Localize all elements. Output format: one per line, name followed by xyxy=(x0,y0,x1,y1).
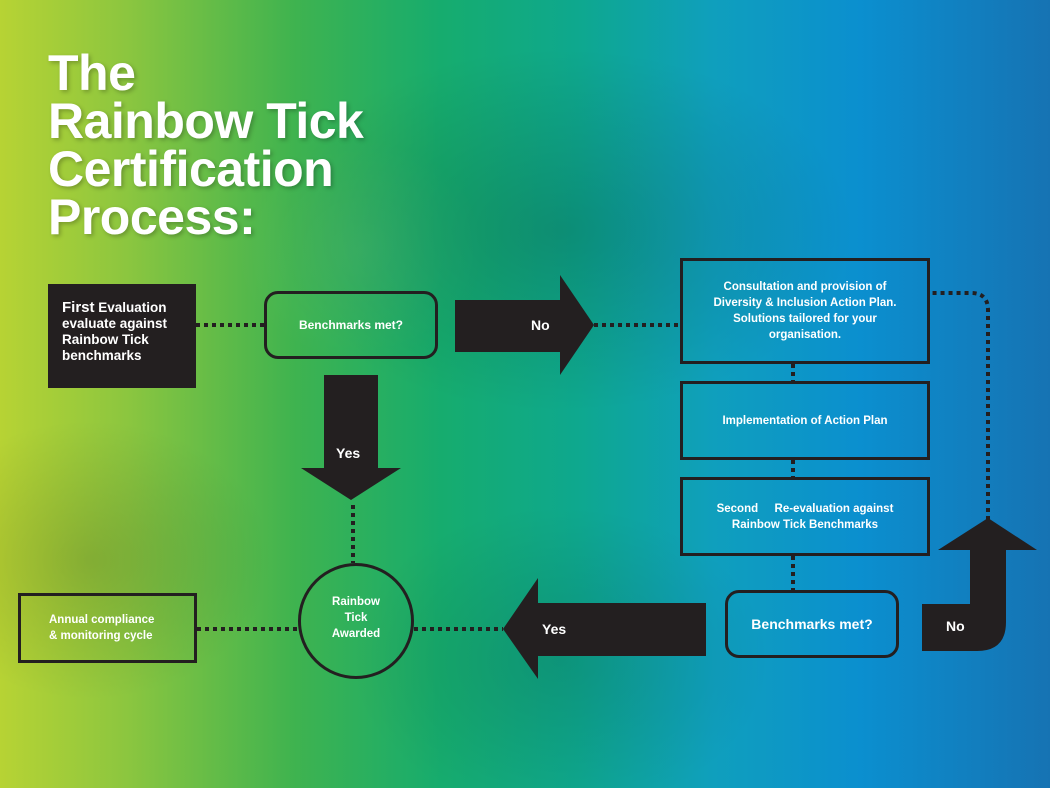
second-evaluation-line-2: Rainbow Tick Benchmarks xyxy=(732,517,878,533)
first-evaluation-line-3: Rainbow Tick xyxy=(62,332,149,348)
second-evaluation-box: Second Re-evaluation against Rainbow Tic… xyxy=(680,477,930,556)
consultation-line-2: Diversity & Inclusion Action Plan. xyxy=(714,295,897,311)
rainbow-tick-awarded-circle: Rainbow Tick Awarded xyxy=(298,563,414,679)
first-evaluation-box: First Evaluation evaluate against Rainbo… xyxy=(48,284,196,388)
title-line-1: The xyxy=(48,48,135,98)
arrow-up-turn-no xyxy=(922,518,1037,651)
arrow-yes-2-label: Yes xyxy=(542,621,566,637)
decision-2-label: Benchmarks met? xyxy=(751,616,872,632)
awarded-line-1: Rainbow xyxy=(332,594,380,610)
second-evaluation-heading-suffix: Re-evaluation against xyxy=(775,503,894,515)
consultation-box: Consultation and provision of Diversity … xyxy=(680,258,930,364)
decision-1-box: Benchmarks met? xyxy=(264,291,438,359)
awarded-line-3: Awarded xyxy=(332,626,380,642)
decision-1-label: Benchmarks met? xyxy=(299,318,403,332)
title-line-4: Process: xyxy=(48,192,255,242)
first-evaluation-heading-suffix: Evaluation xyxy=(98,300,166,315)
first-evaluation-line-4: benchmarks xyxy=(62,348,142,364)
annual-line-1: Annual compliance xyxy=(49,612,154,628)
awarded-line-2: Tick xyxy=(345,610,368,626)
consultation-line-1: Consultation and provision of xyxy=(724,279,887,295)
decision-2-box: Benchmarks met? xyxy=(725,590,899,658)
consultation-line-4: organisation. xyxy=(769,327,841,343)
annual-line-2: & monitoring cycle xyxy=(49,628,153,644)
connector-loop-to-consultation xyxy=(929,293,988,520)
first-evaluation-heading: First xyxy=(62,299,95,316)
implementation-box: Implementation of Action Plan xyxy=(680,381,930,460)
arrow-no-1-label: No xyxy=(531,317,550,333)
consultation-line-3: Solutions tailored for your xyxy=(733,311,877,327)
arrow-yes-1-label: Yes xyxy=(336,445,360,461)
arrow-down-yes xyxy=(301,375,401,500)
arrow-no-2-label: No xyxy=(946,618,965,634)
first-evaluation-line-2: evaluate against xyxy=(62,316,167,332)
second-evaluation-line-1: Second Re-evaluation against xyxy=(717,501,894,517)
arrow-left-yes xyxy=(503,578,706,679)
title-line-2: Rainbow Tick xyxy=(48,96,363,146)
arrow-right-no xyxy=(455,275,594,375)
first-evaluation-line-1: First Evaluation xyxy=(62,300,167,316)
second-evaluation-heading: Second xyxy=(717,503,759,515)
title-line-3: Certification xyxy=(48,144,333,194)
implementation-label: Implementation of Action Plan xyxy=(722,415,887,427)
annual-compliance-box: Annual compliance & monitoring cycle xyxy=(18,593,197,663)
